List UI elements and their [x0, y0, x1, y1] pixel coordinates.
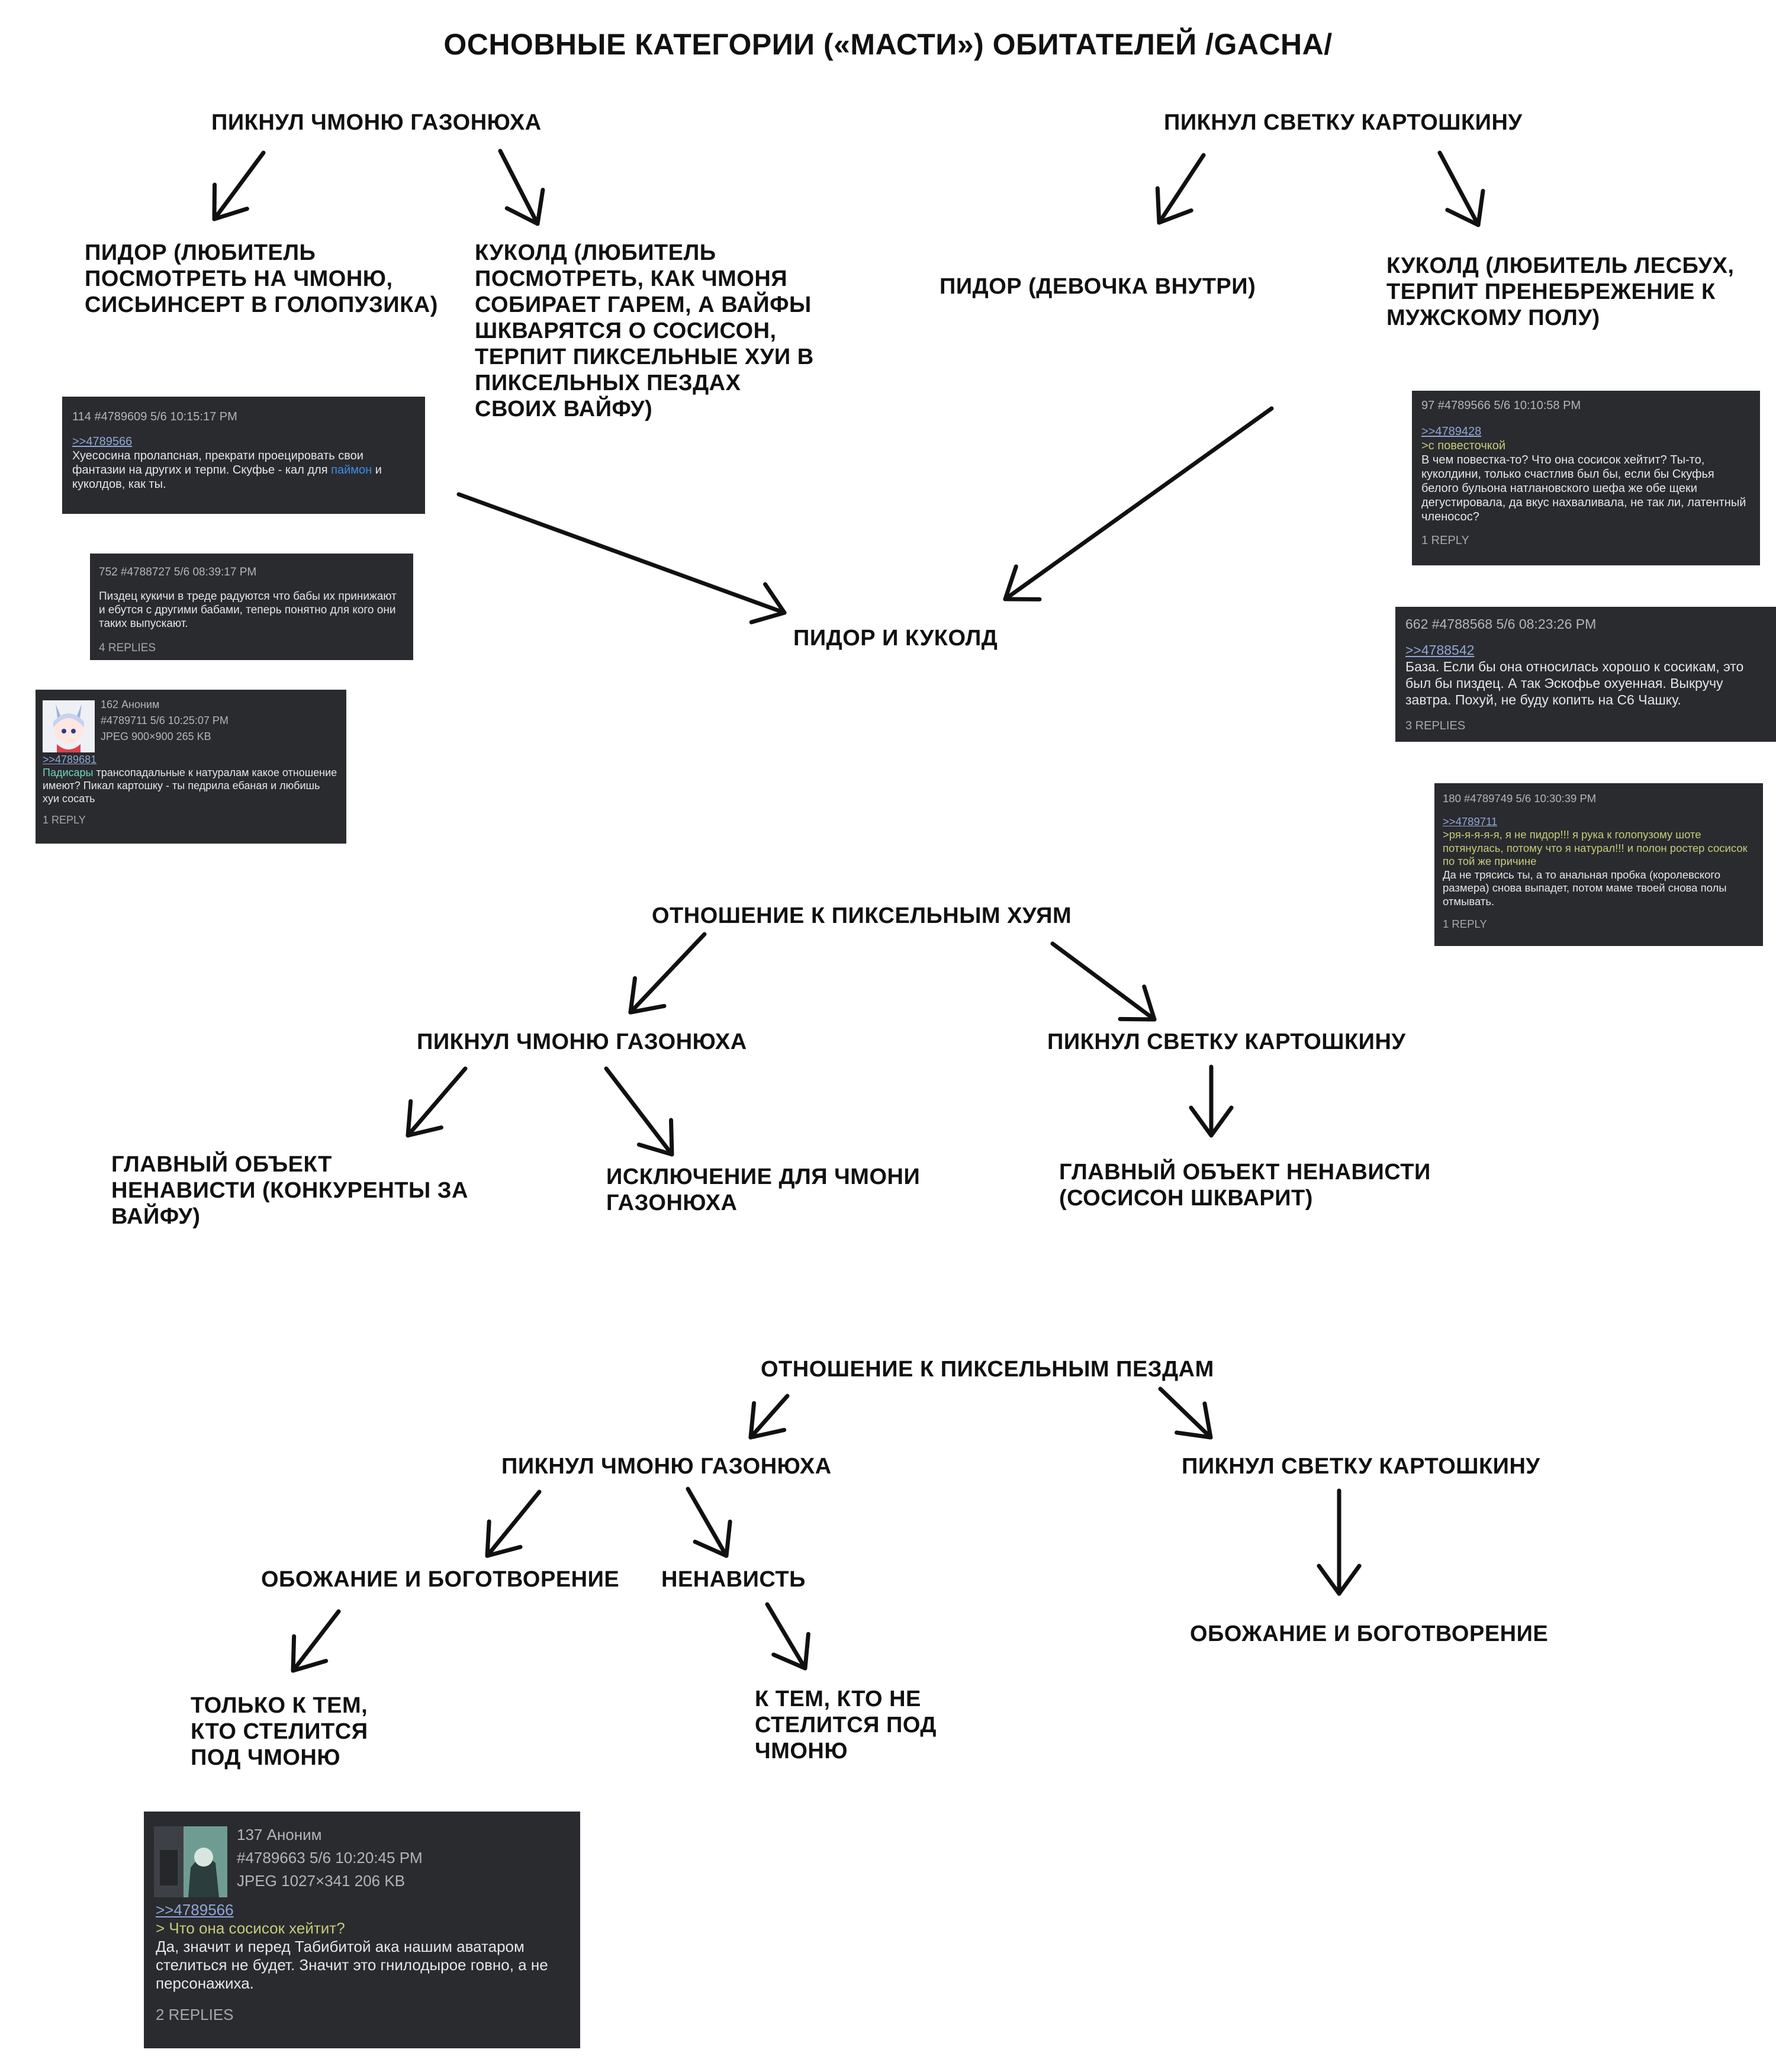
post-replies[interactable]: 1 REPLY	[1421, 534, 1469, 547]
s3-those: К ТЕМ, КТО НЕ СТЕЛИТСЯ ПОД ЧМОНЮ	[755, 1687, 937, 1764]
post-body: В чем повестка-то? Что она сосисок хейти…	[1421, 453, 1746, 523]
post-greentext: >ря-я-я-я-я, я не пидор!!! я рука к голо…	[1443, 828, 1748, 867]
post-reply-link[interactable]: >>4789566	[72, 435, 133, 448]
post-header: 752 #4788727 5/6 08:39:17 PM	[99, 566, 257, 578]
arrow-icon	[291, 1609, 341, 1673]
s1-right-pidor: ПИДОР (ДЕВОЧКА ВНУТРИ)	[940, 274, 1256, 299]
post-highlight: паймон	[331, 464, 372, 477]
post-reply-link[interactable]: >>4789566	[156, 1901, 234, 1919]
post-body: Хуесосина пролапсная, прекрати проециров…	[72, 449, 382, 491]
post-header: 180 #4789749 5/6 10:30:39 PM	[1443, 792, 1597, 805]
post-header: #4789663 5/6 10:20:45 PM	[237, 1849, 423, 1867]
s2-rr: ГЛАВНЫЙ ОБЪЕКТ НЕНАВИСТИ (СОСИСОН ШКВАРИ…	[1059, 1160, 1431, 1211]
post-replies[interactable]: 3 REPLIES	[1405, 719, 1466, 732]
post-header: 97 #4789566 5/6 10:10:58 PM	[1421, 399, 1581, 412]
arrow-icon	[456, 492, 787, 625]
s3-right: ПИКНУЛ СВЕТКУ КАРТОШКИНУ	[1182, 1454, 1540, 1479]
s3-hate: НЕНАВИСТЬ	[661, 1567, 806, 1592]
post-body: Пиздец кукичи в треде радуются что бабы …	[99, 590, 397, 630]
s2-lr: ИСКЛЮЧЕНИЕ ДЛЯ ЧМОНИ ГАЗОНЮХА	[606, 1164, 921, 1215]
post-replies[interactable]: 4 REPLIES	[99, 642, 156, 654]
post-body: Да не трясись ты, а то анальная пробка (…	[1443, 868, 1727, 908]
post-header: 114 #4789609 5/6 10:15:17 PM	[72, 410, 237, 423]
arrow-icon	[1050, 941, 1157, 1022]
anime-avatar-icon[interactable]	[43, 700, 95, 752]
post-4789749: 180 #4789749 5/6 10:30:39 PM >>4789711 >…	[1434, 783, 1763, 946]
post-header: 162 Аноним	[101, 699, 160, 710]
s1-left-head: ПИКНУЛ ЧМОНЮ ГАЗОНЮХА	[211, 110, 542, 135]
arrow-icon	[748, 1394, 790, 1440]
post-4789609: 114 #4789609 5/6 10:15:17 PM >>4789566 Х…	[62, 397, 425, 514]
arrow-icon	[1317, 1488, 1362, 1596]
post-4788568: 662 #4788568 5/6 08:23:26 PM >>4788542 Б…	[1395, 607, 1776, 742]
s3-adore: ОБОЖАНИЕ И БОГОТВОРЕНИЕ	[261, 1567, 620, 1592]
post-replies[interactable]: 1 REPLY	[1443, 918, 1487, 930]
s3-left: ПИКНУЛ ЧМОНЮ ГАЗОНЮХА	[501, 1454, 832, 1479]
arrow-icon	[406, 1066, 468, 1138]
post-reply-link[interactable]: >>4789681	[43, 754, 97, 765]
arrow-icon	[1158, 1386, 1213, 1440]
post-header: #4789711 5/6 10:25:07 PM	[101, 715, 229, 726]
post-4789663: 137 Аноним #4789663 5/6 10:20:45 PM JPEG…	[144, 1812, 580, 2048]
s3-only: ТОЛЬКО К ТЕМ, КТО СТЕЛИТСЯ ПОД ЧМОНЮ	[191, 1693, 368, 1770]
post-highlight: Падисары	[43, 767, 94, 778]
arrow-icon	[212, 150, 266, 221]
post-body: Падисары трансопадальные к натуралам как…	[43, 767, 337, 805]
s1-center: ПИДОР И КУКОЛД	[793, 626, 998, 651]
post-replies[interactable]: 2 REPLIES	[156, 2006, 234, 2023]
page-title: ОСНОВНЫЕ КАТЕГОРИИ («МАСТИ») ОБИТАТЕЛЕЙ …	[443, 28, 1333, 61]
arrow-icon	[1437, 150, 1485, 227]
arrow-icon	[498, 149, 545, 226]
s2-head: ОТНОШЕНИЕ К ПИКСЕЛЬНЫМ ХУЯМ	[652, 903, 1072, 928]
s1-left-pidor: ПИДОР (ЛЮБИТЕЛЬ ПОСМОТРЕТЬ НА ЧМОНЮ, СИС…	[85, 240, 438, 317]
arrow-icon	[485, 1489, 542, 1558]
post-fileinfo: JPEG 900×900 265 KB	[101, 731, 211, 742]
post-4789566: 97 #4789566 5/6 10:10:58 PM >>4789428 >с…	[1412, 391, 1760, 565]
s2-left: ПИКНУЛ ЧМОНЮ ГАЗОНЮХА	[417, 1029, 747, 1054]
s1-right-cuck: КУКОЛД (ЛЮБИТЕЛЬ ЛЕСБУХ, ТЕРПИТ ПРЕНЕБРЕ…	[1386, 253, 1735, 330]
post-header: 662 #4788568 5/6 08:23:26 PM	[1405, 616, 1597, 632]
arrow-icon	[604, 1066, 674, 1157]
post-fileinfo: JPEG 1027×341 206 KB	[237, 1872, 406, 1890]
s2-ll: ГЛАВНЫЙ ОБЪЕКТ НЕНАВИСТИ (КОНКУРЕНТЫ ЗА …	[111, 1152, 468, 1229]
post-reply-link[interactable]: >>4789711	[1443, 815, 1498, 828]
post-reply-link[interactable]: >>4788542	[1405, 642, 1475, 658]
post-reply-link[interactable]: >>4789428	[1421, 425, 1482, 438]
arrow-icon	[765, 1602, 810, 1671]
arrow-icon	[1189, 1064, 1234, 1138]
post-image-thumbnail[interactable]	[154, 1826, 227, 1897]
arrow-icon	[686, 1487, 732, 1558]
post-4789711: 162 Аноним #4789711 5/6 10:25:07 PM JPEG…	[36, 690, 346, 844]
s3-head: ОТНОШЕНИЕ К ПИКСЕЛЬНЫМ ПЕЗДАМ	[761, 1357, 1214, 1382]
arrow-icon	[1003, 406, 1274, 601]
arrow-icon	[1155, 153, 1206, 225]
post-greentext: > Что она сосисок хейтит?	[156, 1919, 345, 1937]
arrow-icon	[628, 932, 707, 1015]
post-header: 137 Аноним	[237, 1826, 322, 1843]
post-body: Да, значит и перед Табибитой ака нашим а…	[156, 1938, 548, 1992]
s3-right-adore: ОБОЖАНИЕ И БОГОТВОРЕНИЕ	[1190, 1621, 1549, 1646]
s1-right-head: ПИКНУЛ СВЕТКУ КАРТОШКИНУ	[1164, 110, 1523, 135]
s1-left-cuck: КУКОЛД (ЛЮБИТЕЛЬ ПОСМОТРЕТЬ, КАК ЧМОНЯ С…	[475, 240, 814, 422]
post-body: База. Если бы она относилась хорошо к со…	[1405, 659, 1744, 707]
post-replies[interactable]: 1 REPLY	[43, 814, 86, 826]
post-greentext: >с повесточкой	[1421, 439, 1506, 452]
s2-right: ПИКНУЛ СВЕТКУ КАРТОШКИНУ	[1047, 1029, 1406, 1054]
post-4788727: 752 #4788727 5/6 08:39:17 PM Пиздец куки…	[90, 554, 413, 660]
